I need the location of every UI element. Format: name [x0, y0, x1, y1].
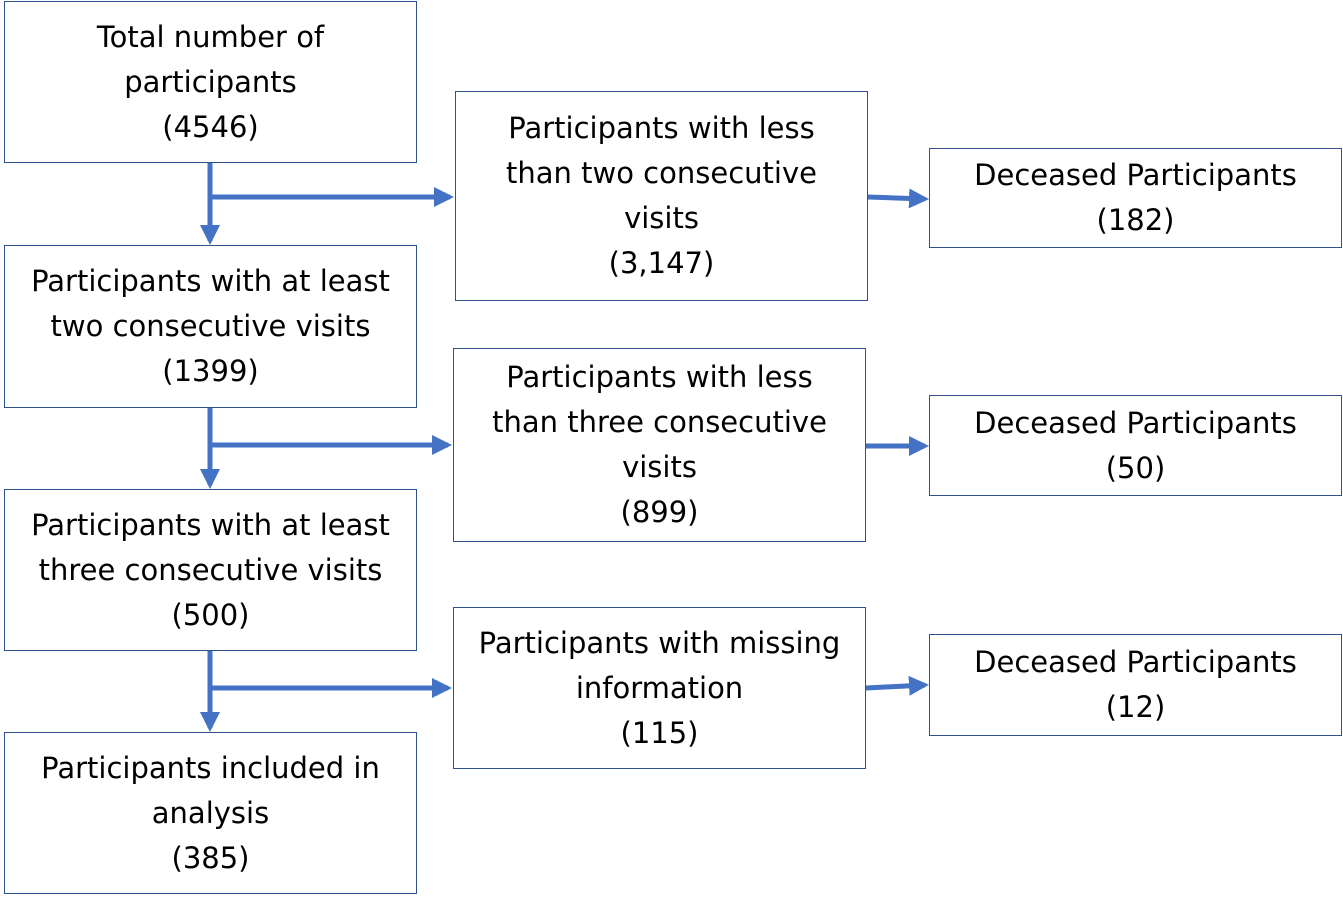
arrow-excluded-two-to-deceased-1 [867, 188, 929, 209]
two-visits-box: Participants with at least two consecuti… [4, 245, 417, 408]
deceased-2-label: Deceased Participants [974, 405, 1297, 440]
included-count: (385) [171, 840, 250, 875]
excluded-two-visits-count: (3,147) [608, 246, 715, 280]
three-visits-count: (500) [171, 597, 250, 632]
total-participants-count: (4546) [162, 109, 259, 144]
deceased-1-count: (182) [1096, 203, 1175, 237]
included-box: Participants included in analysis (385) [4, 732, 417, 894]
excluded-three-visits-line1: Participants with less [506, 360, 813, 394]
two-visits-line1: Participants with at least [31, 264, 390, 298]
excluded-two-visits-line2: than two consecutive [506, 156, 817, 190]
deceased-2-count: (50) [1105, 450, 1166, 485]
arrow-excluded-missing-to-deceased-3 [865, 675, 929, 696]
deceased-1-label: Deceased Participants [974, 158, 1297, 192]
deceased-box-1: Deceased Participants (182) [929, 148, 1342, 248]
excluded-two-visits-line1: Participants with less [508, 111, 815, 145]
three-visits-line1: Participants with at least [31, 507, 390, 542]
included-line2: analysis [151, 795, 270, 830]
three-visits-box: Participants with at least three consecu… [4, 489, 417, 651]
excluded-missing-info-line2: information [575, 670, 744, 705]
excluded-two-visits-box: Participants with less than two consecut… [455, 91, 868, 301]
excluded-three-visits-box: Participants with less than three consec… [453, 348, 866, 542]
excluded-three-visits-line3: visits [622, 450, 697, 484]
included-line1: Participants included in [41, 750, 380, 785]
deceased-3-label: Deceased Participants [974, 645, 1297, 679]
excluded-three-visits-count: (899) [620, 495, 699, 529]
excluded-missing-info-line1: Participants with missing [478, 625, 841, 660]
deceased-3-count: (12) [1105, 690, 1166, 724]
two-visits-line2: two consecutive visits [50, 309, 371, 343]
total-participants-box: Total number of participants (4546) [4, 1, 417, 163]
excluded-missing-info-box: Participants with missing information (1… [453, 607, 866, 769]
deceased-box-2: Deceased Participants (50) [929, 395, 1342, 496]
two-visits-count: (1399) [162, 354, 259, 388]
excluded-three-visits-line2: than three consecutive [492, 405, 827, 439]
excluded-two-visits-line3: visits [624, 201, 699, 235]
total-participants-line1: Total number of [96, 19, 325, 54]
deceased-box-3: Deceased Participants (12) [929, 634, 1342, 736]
three-visits-line2: three consecutive visits [38, 552, 383, 587]
excluded-missing-info-count: (115) [620, 715, 699, 750]
total-participants-line2: participants [124, 64, 297, 99]
